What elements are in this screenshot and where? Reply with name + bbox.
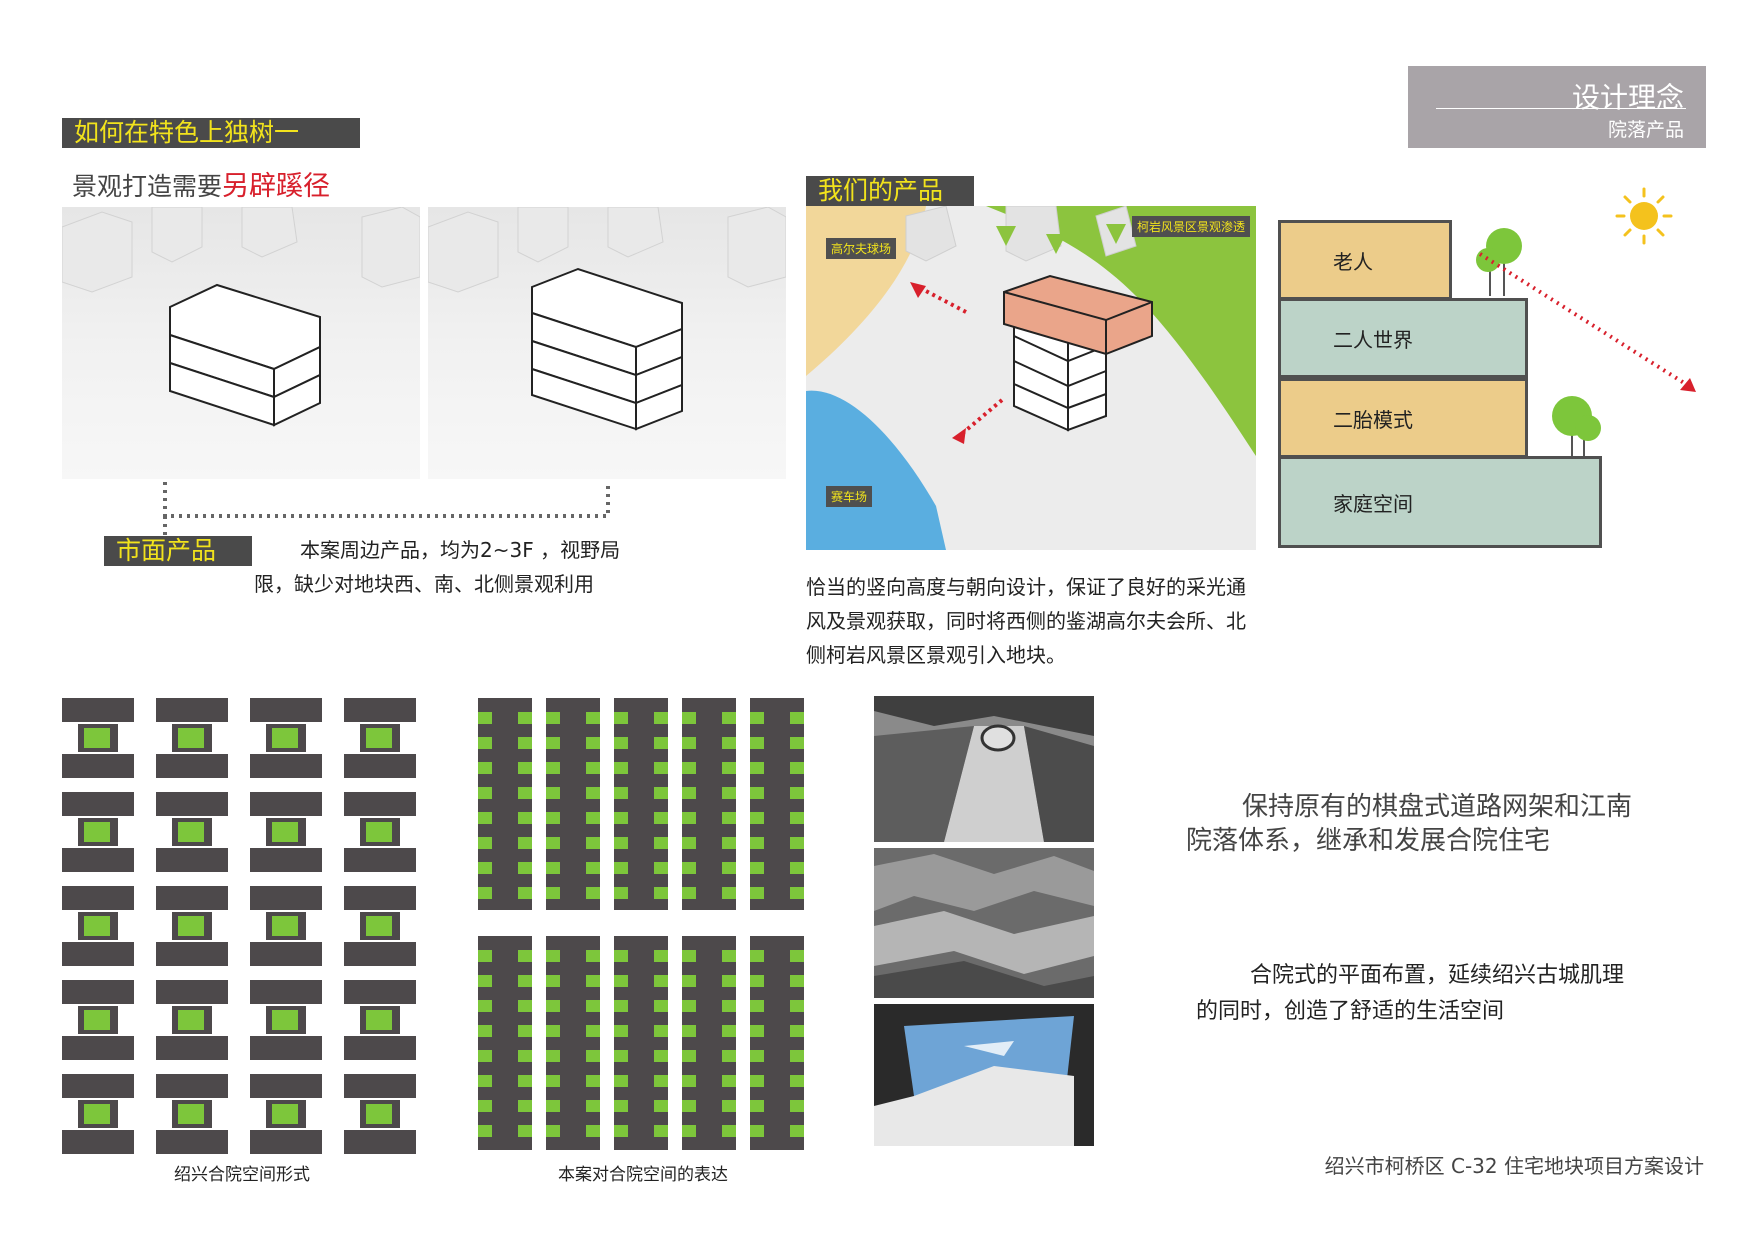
photo-rooftops bbox=[874, 848, 1094, 998]
pattern-traditional bbox=[62, 698, 416, 1154]
strip-block bbox=[478, 936, 532, 1150]
courtyard-cell bbox=[156, 1074, 228, 1154]
courtyard-cell bbox=[250, 792, 322, 872]
courtyard-cell bbox=[344, 980, 416, 1060]
product-render: 高尔夫球场 柯岩风景区景观渗透 赛车场 bbox=[806, 206, 1256, 550]
caption-traditional: 绍兴合院空间形式 bbox=[174, 1165, 310, 1185]
courtyard-cell bbox=[156, 980, 228, 1060]
courtyard-cell bbox=[344, 698, 416, 778]
tree-icon bbox=[1552, 396, 1601, 456]
photo-canal-town bbox=[874, 696, 1094, 842]
strip-block bbox=[682, 698, 736, 910]
market-render-2 bbox=[428, 207, 786, 479]
header-divider bbox=[1436, 108, 1686, 109]
courtyard-cell bbox=[156, 886, 228, 966]
market-text: 本案周边产品，均为2~3F ，视野局限，缺少对地块西、南、北侧景观利用 bbox=[254, 538, 621, 596]
footer-project-title: 绍兴市柯桥区 C-32 住宅地块项目方案设计 bbox=[1324, 1154, 1704, 1178]
market-render-1 bbox=[62, 207, 420, 479]
tree-icon bbox=[1476, 228, 1522, 296]
courtyard-cell bbox=[62, 1074, 134, 1154]
subheading-prefix: 景观打造需要 bbox=[72, 172, 223, 201]
strip-block bbox=[682, 936, 736, 1150]
right-text-para1: 保持原有的棋盘式道路网架和江南院落体系，继承和发展合院住宅 bbox=[1186, 792, 1633, 856]
arrow-icon bbox=[1680, 378, 1696, 392]
pattern-ours bbox=[478, 698, 804, 1150]
courtyard-cell bbox=[156, 792, 228, 872]
header-subtitle: 院落产品 bbox=[1607, 119, 1684, 141]
tag-our-product: 我们的产品 bbox=[806, 176, 974, 206]
courtyard-cell bbox=[62, 792, 134, 872]
courtyard-cell bbox=[344, 792, 416, 872]
strip-block bbox=[750, 936, 804, 1150]
strip-block bbox=[614, 698, 668, 910]
strip-block bbox=[614, 936, 668, 1150]
courtyard-cell bbox=[156, 698, 228, 778]
photo-courtyard-sky bbox=[874, 1004, 1094, 1146]
courtyard-cell bbox=[250, 698, 322, 778]
label-race: 赛车场 bbox=[826, 486, 873, 507]
subheading-highlight: 另辟蹊径 bbox=[222, 171, 331, 202]
gen-family: 家庭空间 bbox=[1278, 456, 1602, 548]
caption-ours: 本案对合院空间的表达 bbox=[558, 1165, 728, 1185]
sun-icon bbox=[1615, 187, 1673, 245]
strip-block bbox=[546, 698, 600, 910]
product-text: 恰当的竖向高度与朝向设计，保证了良好的采光通风及景观获取，同时将西侧的鉴湖高尔夫… bbox=[806, 575, 1246, 667]
tag-market: 市面产品 bbox=[104, 536, 252, 566]
courtyard-cell bbox=[62, 886, 134, 966]
right-text-para2: 合院式的平面布置，延续绍兴古城肌理的同时，创造了舒适的生活空间 bbox=[1196, 963, 1625, 1024]
gen-couple: 二人世界 bbox=[1278, 298, 1528, 378]
label-golf: 高尔夫球场 bbox=[826, 238, 897, 259]
header-box: 设计理念 院落产品 bbox=[1408, 66, 1706, 148]
gen-elderly: 老人 bbox=[1278, 220, 1452, 300]
courtyard-cell bbox=[250, 1074, 322, 1154]
label-scenic: 柯岩风景区景观渗透 bbox=[1131, 216, 1250, 237]
courtyard-cell bbox=[344, 886, 416, 966]
subheading: 景观打造需要另辟蹊径 bbox=[72, 164, 330, 203]
courtyard-cell bbox=[250, 886, 322, 966]
strip-block bbox=[478, 698, 532, 910]
market-connector bbox=[163, 482, 610, 538]
header-title: 设计理念 bbox=[1571, 81, 1684, 114]
courtyard-cell bbox=[62, 698, 134, 778]
tag-distinct: 如何在特色上独树一 bbox=[62, 118, 360, 148]
strip-block bbox=[750, 698, 804, 910]
photo-column bbox=[874, 696, 1094, 1146]
gen-second-child: 二胎模式 bbox=[1278, 378, 1528, 458]
sun-ray-diagram bbox=[1476, 187, 1696, 456]
courtyard-cell bbox=[344, 1074, 416, 1154]
courtyard-cell bbox=[62, 980, 134, 1060]
courtyard-cell bbox=[250, 980, 322, 1060]
strip-block bbox=[546, 936, 600, 1150]
